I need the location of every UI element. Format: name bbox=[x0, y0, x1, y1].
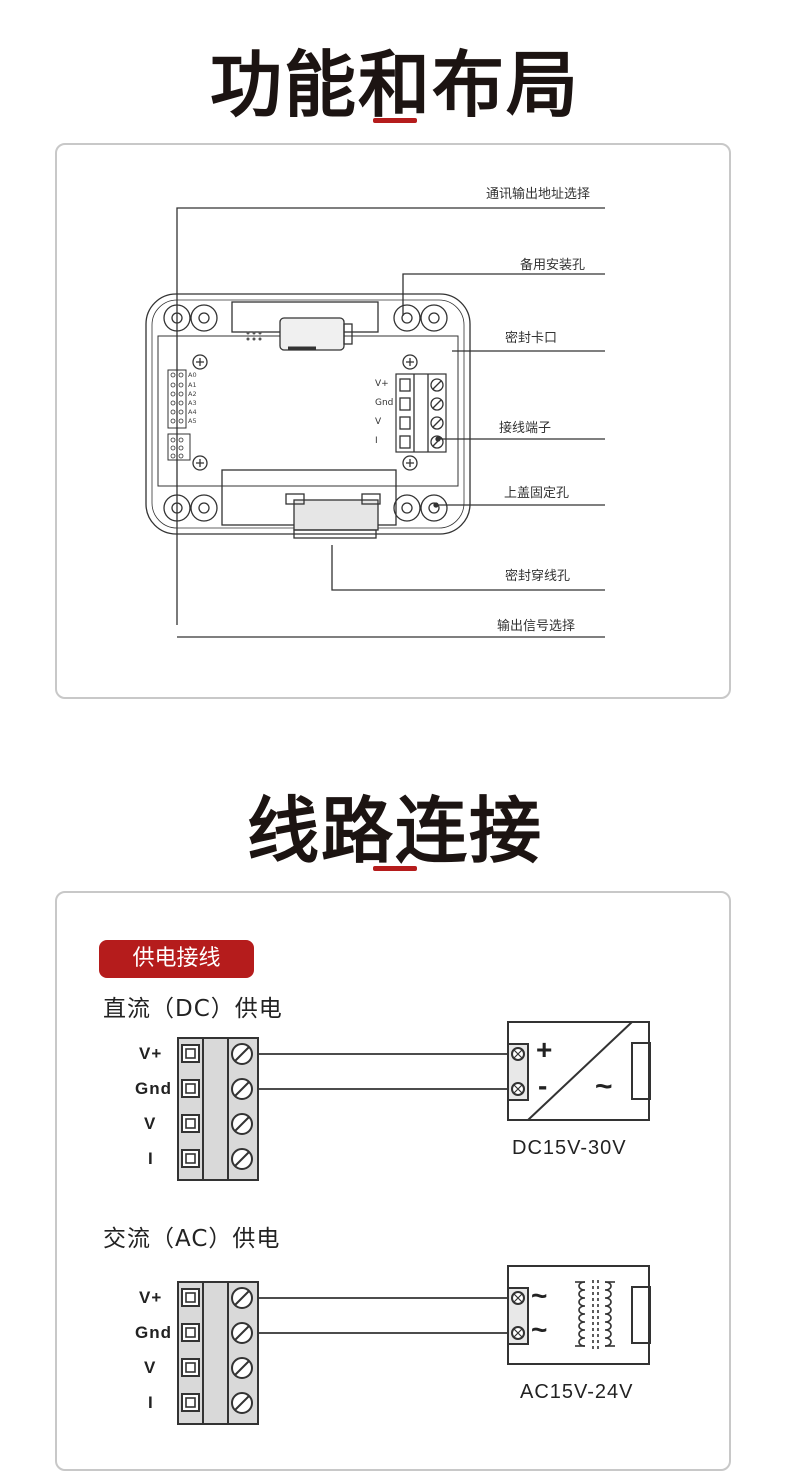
ac-section-title: 交流（AC）供电 bbox=[103, 1226, 281, 1252]
callout-terminal: 接线端子 bbox=[499, 420, 551, 436]
enclosure-outline bbox=[145, 293, 471, 535]
callout-cable-hole: 密封穿线孔 bbox=[505, 568, 570, 584]
dc-minus-symbol: - bbox=[538, 1070, 549, 1101]
ac-label-i: I bbox=[148, 1393, 154, 1412]
section-title-wiring: 线路连接 bbox=[246, 789, 543, 873]
device-layout-diagram: A0 A1 A2 A3 A4 A5 V+ Gnd V I 通讯输出地址选择 备用… bbox=[145, 186, 605, 638]
pin-label-a2: A2 bbox=[188, 390, 197, 398]
dc-ac-tilde-symbol: ~ bbox=[595, 1070, 614, 1103]
ac-tilde-bottom: ~ bbox=[531, 1314, 549, 1345]
pin-label-a3: A3 bbox=[188, 399, 197, 407]
ac-label-gnd: Gnd bbox=[135, 1323, 172, 1342]
layout-panel: A0 A1 A2 A3 A4 A5 V+ Gnd V I 通讯输出地址选择 备用… bbox=[55, 143, 731, 699]
callout-lines bbox=[176, 207, 605, 638]
wiring-panel bbox=[55, 891, 731, 1471]
callout-seal-clip: 密封卡口 bbox=[505, 330, 557, 346]
ac-label-vplus: V+ bbox=[139, 1288, 163, 1307]
callout-signal-select: 输出信号选择 bbox=[497, 618, 575, 634]
callout-spare-hole: 备用安装孔 bbox=[520, 257, 585, 273]
dc-label-gnd: Gnd bbox=[135, 1079, 172, 1098]
dc-label-vplus: V+ bbox=[139, 1044, 163, 1063]
dc-supply-label: DC15V-30V bbox=[512, 1137, 627, 1159]
pcb-terminal-block bbox=[395, 373, 447, 453]
board-terminal-v: V bbox=[375, 417, 382, 427]
board-terminal-gnd: Gnd bbox=[375, 398, 393, 408]
ac-tilde-top: ~ bbox=[531, 1280, 549, 1311]
board-terminal-vplus: V+ bbox=[375, 379, 389, 389]
ac-supply-label: AC15V-24V bbox=[520, 1381, 634, 1403]
dc-section-title: 直流（DC）供电 bbox=[103, 996, 283, 1022]
power-wiring-badge: 供电接线 bbox=[99, 940, 254, 978]
dc-plus-symbol: + bbox=[536, 1034, 554, 1065]
address-pin-header bbox=[167, 369, 191, 461]
title-underline bbox=[373, 118, 417, 123]
dc-label-v: V bbox=[144, 1114, 157, 1133]
board-terminal-i: I bbox=[375, 436, 378, 446]
ac-label-v: V bbox=[144, 1358, 157, 1377]
pin-label-a4: A4 bbox=[188, 408, 197, 416]
section-title-layout: 功能和布局 bbox=[209, 43, 580, 127]
pin-label-a0: A0 bbox=[188, 371, 197, 379]
pin-label-a1: A1 bbox=[188, 381, 197, 389]
pin-label-a5: A5 bbox=[188, 417, 197, 425]
callout-comm-address: 通讯输出地址选择 bbox=[486, 186, 590, 202]
dc-label-i: I bbox=[148, 1149, 154, 1168]
callout-cover-hole: 上盖固定孔 bbox=[504, 486, 569, 501]
title-underline bbox=[373, 866, 417, 871]
